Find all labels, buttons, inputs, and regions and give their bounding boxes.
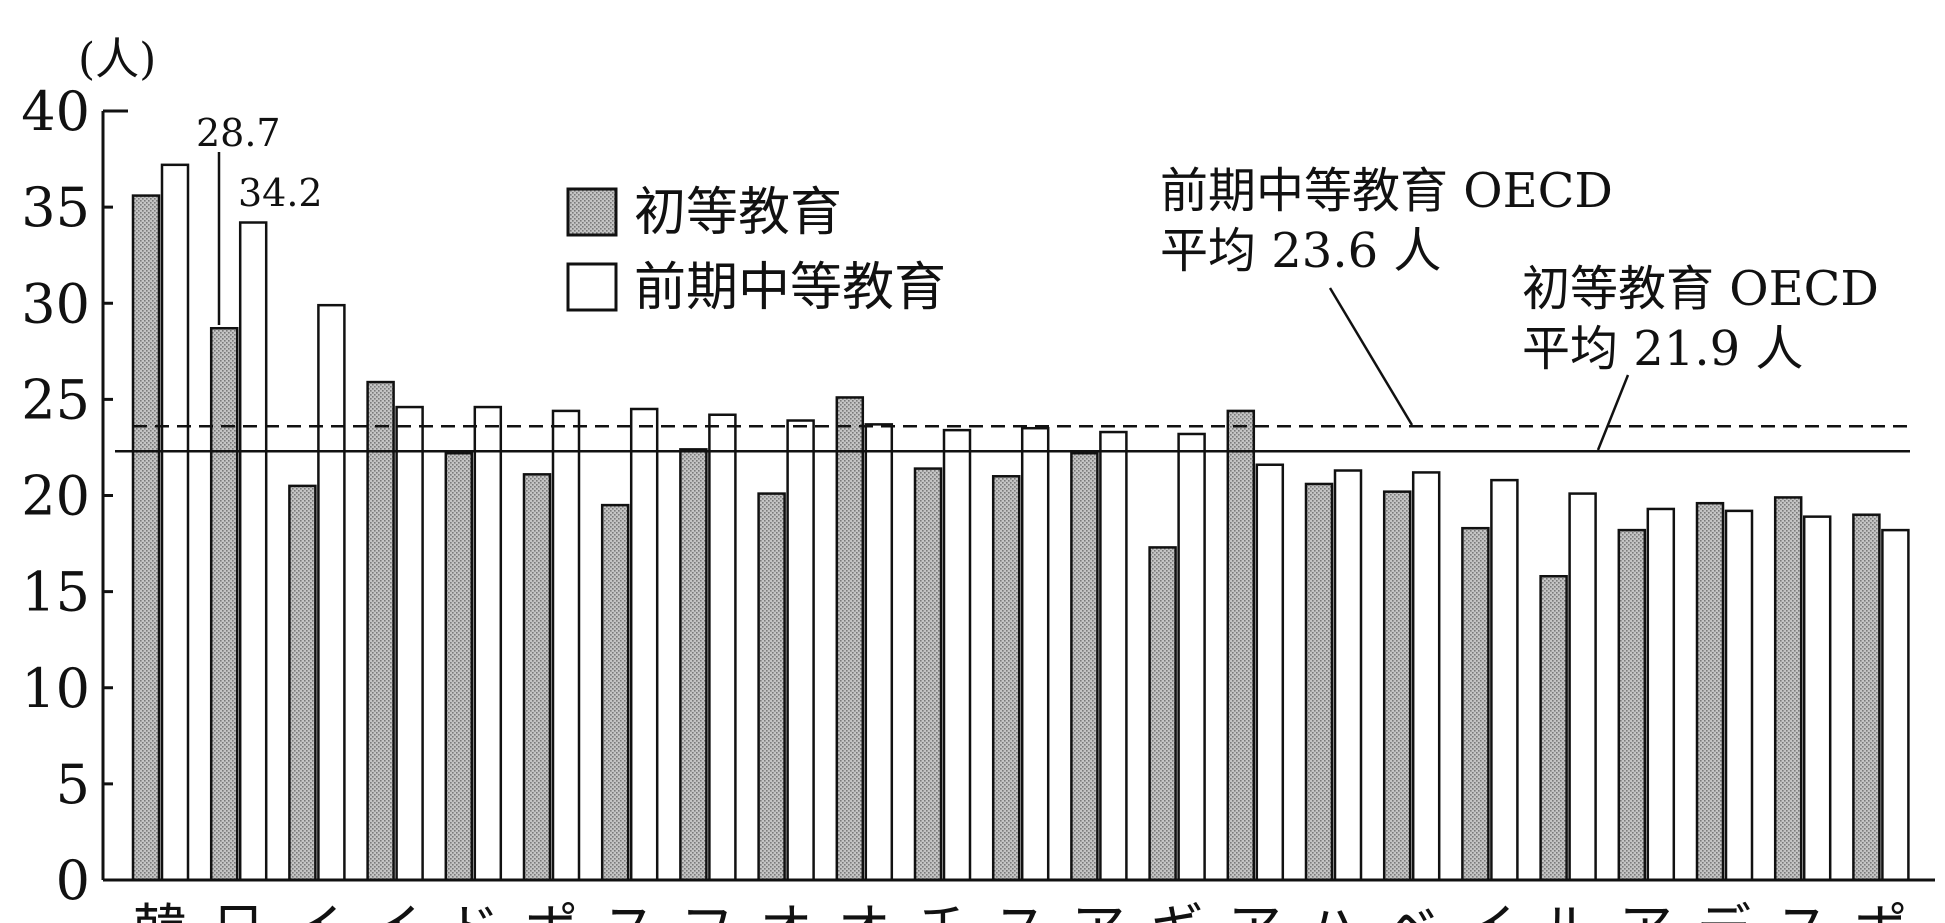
bar-lower-secondary-20 xyxy=(1724,509,1754,882)
bar-primary-17 xyxy=(1461,526,1490,882)
bar-lower-secondary-16 xyxy=(1411,471,1441,882)
x-category-label-16: ベ xyxy=(1384,898,1438,923)
bar-primary-2 xyxy=(288,484,317,882)
x-category-label-1: 日 xyxy=(211,898,265,923)
y-tick-label-8: 40 xyxy=(21,80,90,143)
bar-primary-16 xyxy=(1382,490,1412,882)
x-category-label-17: イ xyxy=(1462,898,1516,923)
x-category-label-21: ス xyxy=(1775,898,1829,923)
y-tick-label-3: 15 xyxy=(21,561,90,624)
bar-lower-secondary-14 xyxy=(1255,463,1285,882)
bar-primary-11 xyxy=(991,475,1021,882)
bar-lower-secondary-4 xyxy=(473,405,503,882)
bar-lower-secondary-22 xyxy=(1881,528,1910,882)
bar-lower-secondary-0 xyxy=(160,163,190,882)
y-tick-label-6: 30 xyxy=(21,272,90,335)
bar-primary-5 xyxy=(522,473,552,882)
x-category-label-13: ギ xyxy=(1150,898,1204,923)
bar-primary-21 xyxy=(1773,496,1803,882)
bar-primary-12 xyxy=(1070,451,1099,882)
bar-primary-3 xyxy=(366,380,395,882)
x-axis-categories: 韓日イイドポスフオオチスアギアハベイルアデスポ xyxy=(133,898,1907,923)
bar-primary-13 xyxy=(1148,546,1177,882)
y-tick-label-7: 35 xyxy=(21,176,90,239)
y-tick-label-1: 5 xyxy=(56,753,90,816)
bar-primary-9 xyxy=(835,396,865,882)
x-category-label-18: ル xyxy=(1541,898,1595,923)
x-category-label-4: ド xyxy=(446,898,500,923)
oecd-lower-secondary-label-line1: 前期中等教育 OECD xyxy=(1160,163,1613,219)
x-category-label-14: ア xyxy=(1228,898,1282,923)
y-tick-label-5: 25 xyxy=(21,368,90,431)
legend: 初等教育 前期中等教育 xyxy=(566,183,946,318)
oecd-lower-secondary-label-line2: 平均 23.6 人 xyxy=(1160,223,1441,279)
bar-primary-10 xyxy=(913,467,943,882)
bar-lower-secondary-15 xyxy=(1333,469,1363,882)
bar-primary-4 xyxy=(444,451,474,882)
bar-primary-7 xyxy=(679,448,708,882)
x-category-label-2: イ xyxy=(289,898,343,923)
x-category-label-20: デ xyxy=(1697,898,1751,923)
y-axis-ticks: 0 5 10 15 20 25 30 35 40 xyxy=(21,80,113,912)
bar-lower-secondary-10 xyxy=(942,428,972,882)
x-category-label-12: ア xyxy=(1071,898,1125,923)
x-category-label-7: フ xyxy=(680,898,734,923)
bar-lower-secondary-11 xyxy=(1020,426,1050,882)
bar-lower-secondary-21 xyxy=(1802,515,1832,882)
x-category-label-15: ハ xyxy=(1306,898,1360,923)
x-category-label-3: イ xyxy=(368,898,422,923)
bar-lower-secondary-17 xyxy=(1490,478,1519,882)
bar-primary-1 xyxy=(209,326,239,882)
bar-lower-secondary-13 xyxy=(1177,432,1206,882)
y-axis-unit: (人) xyxy=(78,34,156,85)
bar-lower-secondary-2 xyxy=(317,303,346,882)
bar-lower-secondary-12 xyxy=(1099,430,1128,882)
bar-primary-6 xyxy=(600,503,630,882)
bar-primary-0 xyxy=(131,194,161,882)
bar-primary-22 xyxy=(1852,513,1881,882)
oecd-primary-leader xyxy=(1596,374,1630,451)
bar-primary-19 xyxy=(1617,528,1647,882)
x-category-label-22: ポ xyxy=(1853,898,1907,923)
bar-lower-secondary-1 xyxy=(238,221,268,882)
y-tick-label-4: 20 xyxy=(21,465,90,528)
bar-lower-secondary-8 xyxy=(786,419,815,882)
x-category-label-11: ス xyxy=(993,898,1047,923)
bar-primary-8 xyxy=(757,492,786,882)
bar-primary-20 xyxy=(1695,501,1725,882)
bar-primary-14 xyxy=(1226,409,1256,882)
value-label-jpn-primary: 28.7 xyxy=(196,111,281,155)
bar-lower-secondary-9 xyxy=(864,423,894,882)
oecd-primary-label-line1: 初等教育 OECD xyxy=(1522,261,1879,317)
legend-swatch-lower-secondary xyxy=(566,262,618,312)
x-category-label-0: 韓 xyxy=(133,898,187,923)
y-tick-label-0: 0 xyxy=(56,849,90,912)
oecd-primary-label-line2: 平均 21.9 人 xyxy=(1522,321,1803,377)
x-category-label-5: ポ xyxy=(524,898,578,923)
bar-lower-secondary-3 xyxy=(395,405,424,882)
x-category-label-6: ス xyxy=(602,898,656,923)
bar-lower-secondary-7 xyxy=(708,413,737,882)
reference-lines xyxy=(115,425,1910,453)
bar-lower-secondary-6 xyxy=(629,407,659,882)
y-tick-label-2: 10 xyxy=(21,657,90,720)
oecd-lower-secondary-leader xyxy=(1328,287,1414,426)
bar-lower-secondary-19 xyxy=(1646,507,1676,882)
bar-lower-secondary-18 xyxy=(1568,492,1597,882)
value-label-jpn-lower-secondary: 34.2 xyxy=(238,171,323,215)
bar-primary-15 xyxy=(1304,482,1334,882)
bar-primary-18 xyxy=(1539,574,1568,882)
legend-swatch-primary xyxy=(566,187,618,237)
x-category-label-19: ア xyxy=(1619,898,1673,923)
legend-label-lower-secondary: 前期中等教育 xyxy=(634,258,946,318)
x-category-label-9: オ xyxy=(837,898,891,923)
bar-lower-secondary-5 xyxy=(551,409,581,882)
x-category-label-8: オ xyxy=(759,898,813,923)
legend-label-primary: 初等教育 xyxy=(634,183,842,243)
x-category-label-10: チ xyxy=(915,898,969,923)
